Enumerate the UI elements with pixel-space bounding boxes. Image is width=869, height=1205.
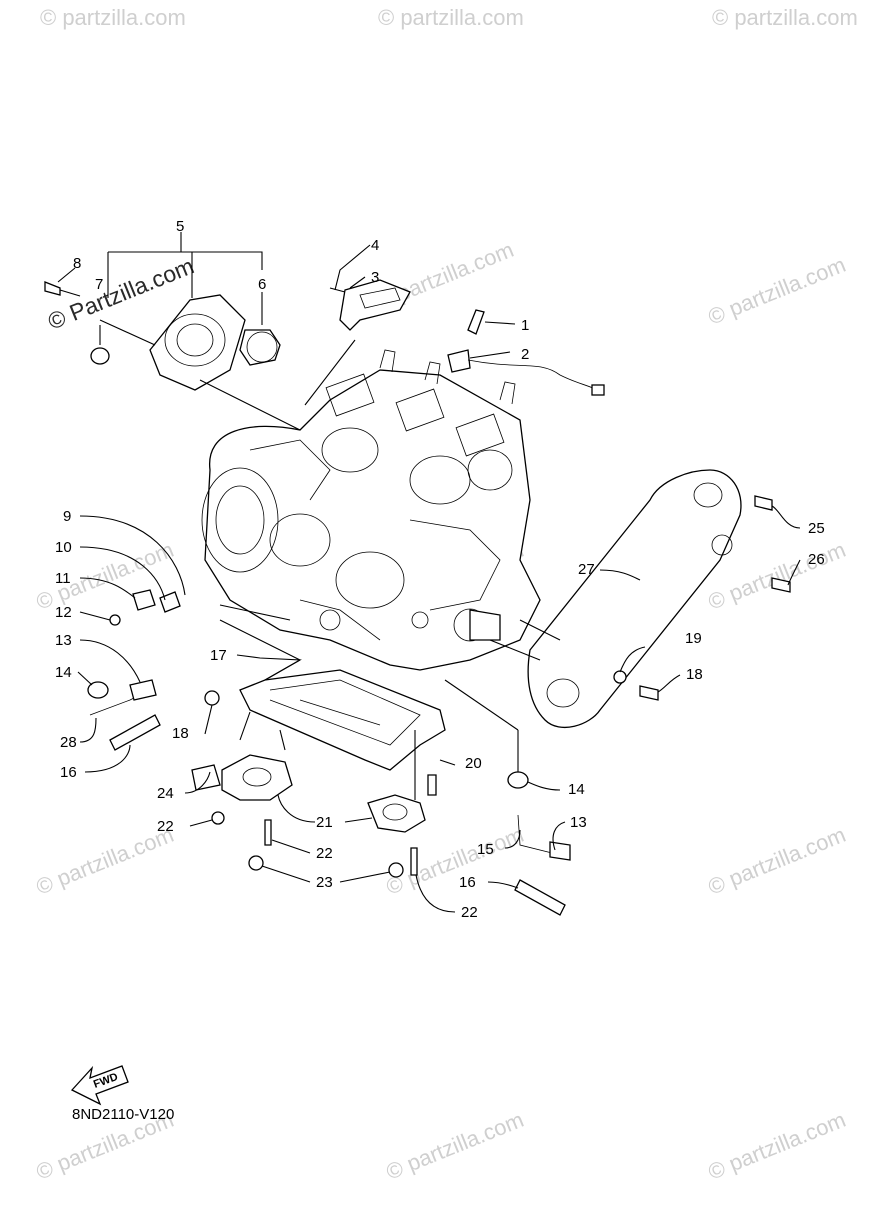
fwd-arrow-icon: FWD — [70, 1065, 129, 1106]
watermark: © partzilla.com — [712, 5, 858, 30]
callout-3: 3 — [371, 269, 379, 286]
callout-17: 17 — [210, 647, 227, 664]
callout-8: 8 — [73, 255, 81, 272]
callout-7: 7 — [95, 276, 103, 293]
callout-24: 24 — [157, 785, 174, 802]
callout-16-repeat: 16 — [459, 874, 476, 891]
diagram-code: 8ND2110-V120 — [72, 1106, 174, 1123]
callout-20: 20 — [465, 755, 482, 772]
callout-15: 15 — [477, 841, 494, 858]
watermark: © partzilla.com — [383, 822, 528, 900]
watermark: © partzilla.com — [33, 822, 178, 900]
callout-labels: 1 2 3 4 5 6 7 8 9 10 11 12 13 14 15 16 1… — [55, 218, 825, 921]
watermark: © partzilla.com — [705, 537, 850, 615]
callout-4: 4 — [371, 237, 379, 254]
callout-16: 16 — [60, 764, 77, 781]
callout-22-repeat: 22 — [316, 845, 333, 862]
callout-27: 27 — [578, 561, 595, 578]
watermark: © partzilla.com — [40, 5, 186, 30]
callout-28: 28 — [60, 734, 77, 751]
callout-22: 22 — [157, 818, 174, 835]
watermark: © partzilla.com — [705, 822, 850, 900]
sensor-part — [447, 309, 605, 396]
watermark: © partzilla.com — [383, 1107, 528, 1185]
callout-13: 13 — [55, 632, 72, 649]
callout-23: 23 — [316, 874, 333, 891]
callout-9: 9 — [63, 508, 71, 525]
callout-5: 5 — [176, 218, 184, 235]
handle-part — [329, 279, 411, 331]
bracket-part — [527, 469, 791, 729]
callout-26: 26 — [808, 551, 825, 568]
callout-25: 25 — [808, 520, 825, 537]
callout-12: 12 — [55, 604, 72, 621]
engine-block — [201, 349, 541, 671]
callout-18-repeat: 18 — [686, 666, 703, 683]
callout-1: 1 — [521, 317, 529, 334]
callout-11: 11 — [55, 570, 71, 587]
watermark: © partzilla.com — [705, 1107, 850, 1185]
callout-2: 2 — [521, 346, 529, 363]
callout-10: 10 — [55, 539, 72, 556]
callout-22-repeat: 22 — [461, 904, 478, 921]
hose-parts — [87, 679, 571, 916]
callout-6: 6 — [258, 276, 266, 293]
callout-21: 21 — [316, 814, 333, 831]
callout-19: 19 — [685, 630, 702, 647]
plate-part — [239, 669, 446, 771]
leader-lines — [57, 232, 801, 913]
fastener-parts — [109, 589, 659, 878]
housing-assembly — [44, 281, 281, 391]
callout-14-repeat: 14 — [568, 781, 585, 798]
mount-parts — [191, 754, 426, 833]
callout-18: 18 — [172, 725, 189, 742]
callout-13-repeat: 13 — [570, 814, 587, 831]
watermark: © partzilla.com — [705, 252, 850, 330]
watermark: © partzilla.com — [378, 5, 524, 30]
callout-14: 14 — [55, 664, 72, 681]
